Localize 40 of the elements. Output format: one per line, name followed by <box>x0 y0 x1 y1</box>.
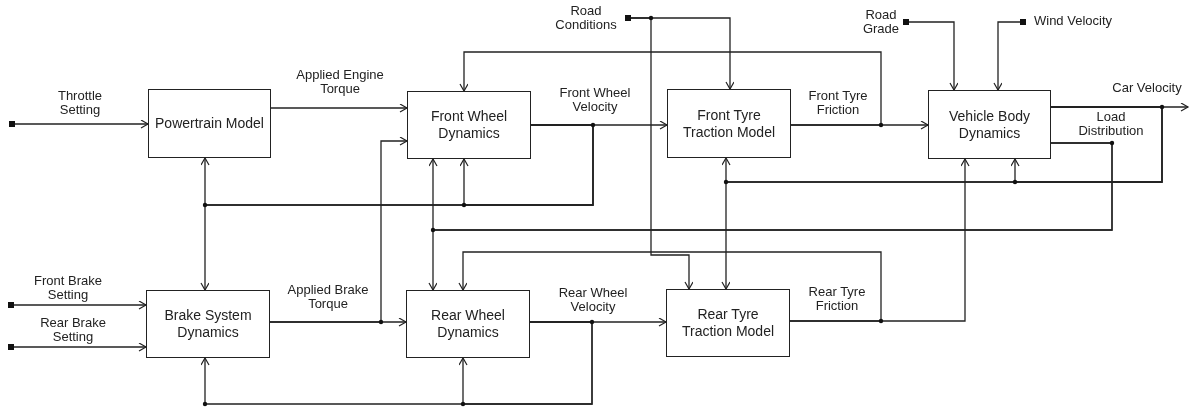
box-label: Front Tyre Traction Model <box>681 106 777 141</box>
box-label: Brake System Dynamics <box>163 307 253 341</box>
input-terminal <box>625 15 631 21</box>
box-label: Rear Tyre Traction Model <box>680 306 776 340</box>
box-label: Powertrain Model <box>154 115 265 132</box>
box-label: Front Wheel Dynamics <box>429 108 509 142</box>
process-box <box>667 89 791 158</box>
box-label: Rear Wheel Dynamics <box>430 307 506 341</box>
input-terminal <box>8 344 14 350</box>
connector-arrow <box>1010 106 1163 183</box>
connector-arrow <box>14 119 149 129</box>
edge-label: Car Velocity <box>1112 81 1182 95</box>
input-label: Wind Velocity <box>1034 14 1112 28</box>
connector-arrow <box>270 103 408 113</box>
process-box <box>666 289 790 357</box>
process-box <box>148 89 271 158</box>
input-terminal <box>8 302 14 308</box>
input-terminal <box>1020 19 1026 25</box>
edge-label: Applied Brake Torque <box>285 283 371 311</box>
input-terminal <box>903 19 909 25</box>
input-label: Road Grade <box>860 8 902 36</box>
connector-arrow <box>13 300 147 310</box>
process-box <box>406 290 530 358</box>
box-label: Vehicle Body Dynamics <box>948 107 1031 142</box>
process-box <box>407 91 531 159</box>
input-label: Road Conditions <box>552 4 620 32</box>
connector-arrow <box>993 21 1021 91</box>
connector-arrow <box>458 251 882 322</box>
process-box <box>146 290 270 358</box>
connector-arrow <box>269 136 408 323</box>
process-box <box>928 90 1051 159</box>
connector-arrow <box>459 124 594 206</box>
connector-arrow <box>459 51 882 126</box>
connector-arrow <box>908 21 959 91</box>
edge-label: Applied Engine Torque <box>295 68 385 96</box>
connector-arrow <box>13 342 147 352</box>
connector-arrow <box>428 142 1113 291</box>
input-terminal <box>9 121 15 127</box>
connector-arrow <box>458 321 593 405</box>
connector-arrow <box>630 17 694 290</box>
